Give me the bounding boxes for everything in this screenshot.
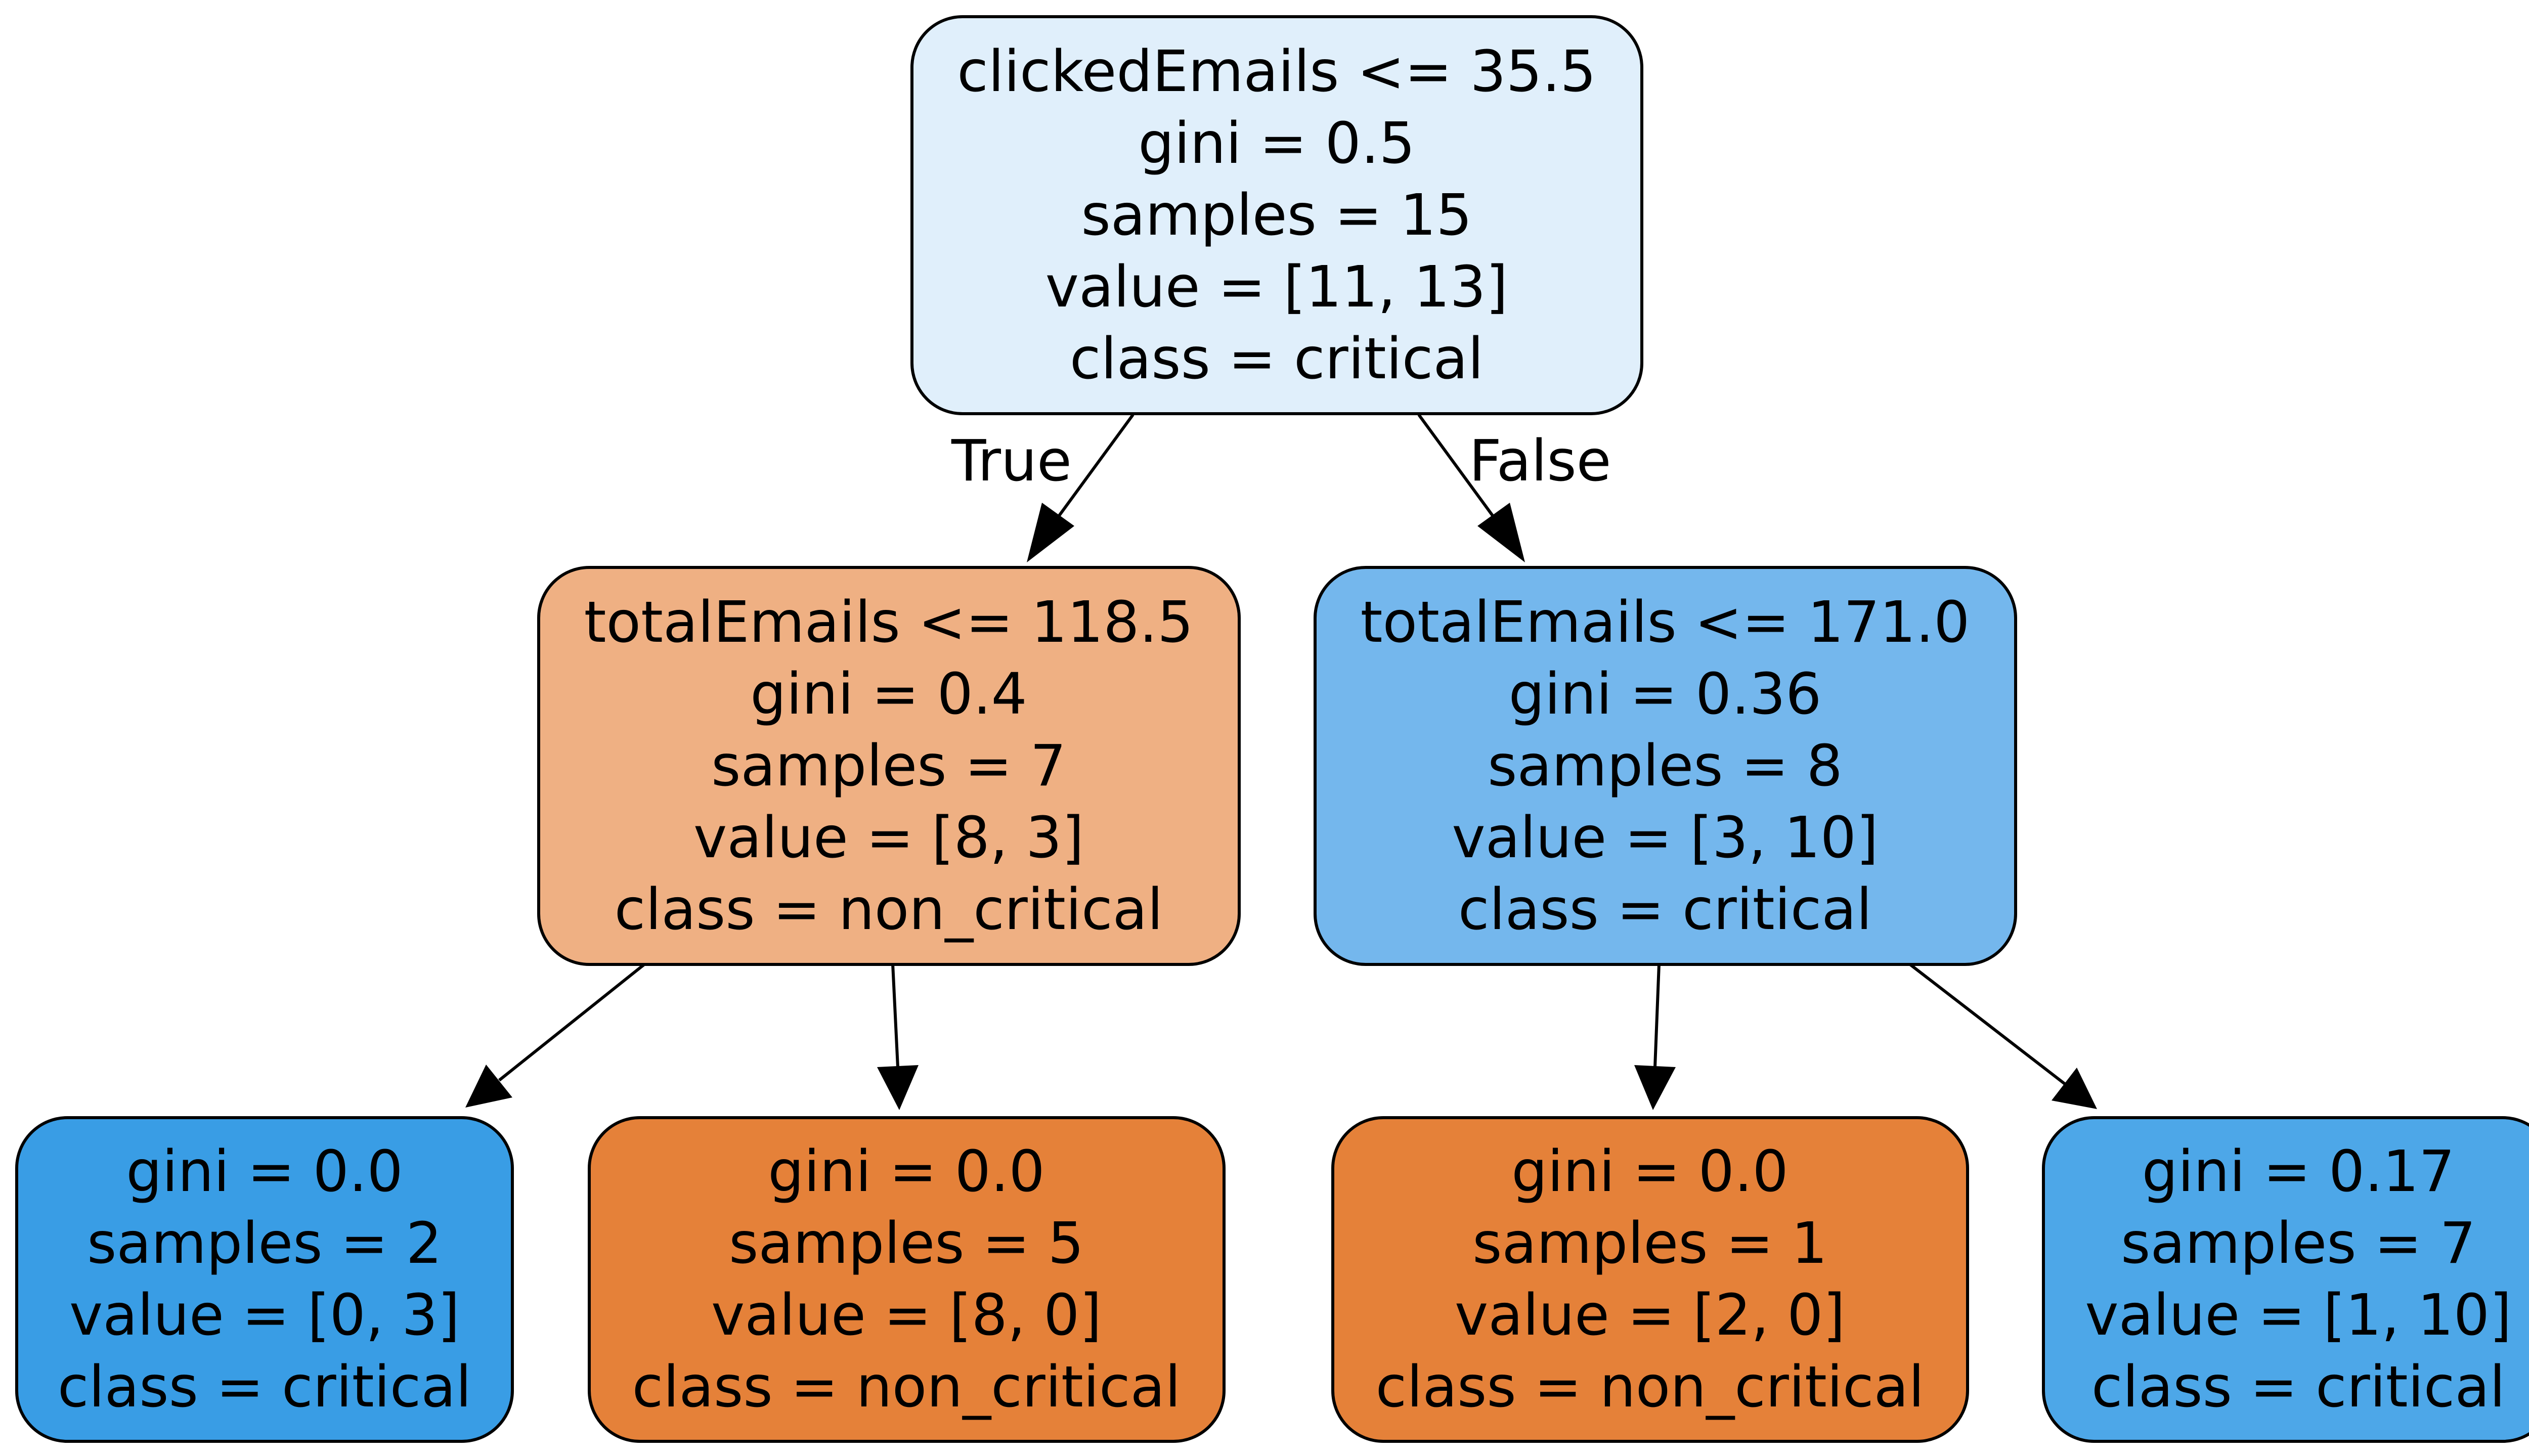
edge-right-leaf-rr: [1908, 962, 2097, 1109]
node-leaf-ll-line-1: gini = 0.0: [126, 1139, 403, 1205]
node-leaf-rl-line-1: gini = 0.0: [1511, 1139, 1788, 1205]
node-leaf-rr-line-3: value = [1, 10]: [2085, 1283, 2511, 1348]
edge-root-right: [1417, 414, 1525, 562]
node-right: totalEmails <= 171.0 gini = 0.36 samples…: [1314, 566, 2017, 966]
node-leaf-lr: gini = 0.0 samples = 5 value = [8, 0] cl…: [588, 1116, 1226, 1443]
arrowhead-root-right: [1477, 503, 1525, 562]
node-right-line-2: gini = 0.36: [1509, 661, 1822, 727]
node-right-line-1: totalEmails <= 171.0: [1361, 590, 1970, 655]
edge-right-leaf-rl: [1634, 963, 1676, 1110]
node-root-line-2: gini = 0.5: [1138, 111, 1415, 177]
arrowhead-left-leaf-ll: [465, 1065, 512, 1108]
node-root-line-4: value = [11, 13]: [1045, 254, 1508, 320]
node-leaf-rr-box: [2042, 1116, 2529, 1443]
node-leaf-rr-line-1: gini = 0.17: [2142, 1139, 2455, 1205]
arrowhead-right-leaf-rr: [2052, 1068, 2097, 1109]
node-left-line-5: class = non_critical: [615, 877, 1163, 943]
node-leaf-ll-box: [15, 1116, 514, 1443]
node-left: totalEmails <= 118.5 gini = 0.4 samples …: [537, 566, 1241, 966]
node-leaf-rl-line-2: samples = 1: [1472, 1211, 1827, 1276]
node-root: clickedEmails <= 35.5 gini = 0.5 samples…: [910, 15, 1643, 415]
node-leaf-lr-line-2: samples = 5: [729, 1211, 1084, 1276]
node-leaf-rr-line-4: class = critical: [2091, 1354, 2505, 1420]
node-leaf-rl-line-4: class = non_critical: [1376, 1354, 1925, 1420]
node-left-line-1: totalEmails <= 118.5: [584, 590, 1194, 655]
node-leaf-rr: gini = 0.17 samples = 7 value = [1, 10] …: [2042, 1116, 2529, 1443]
edge-root-left: [1027, 414, 1135, 562]
edge-label-false: False: [1469, 428, 1611, 494]
node-left-line-4: value = [8, 3]: [693, 805, 1084, 871]
edge-left-leaf-lr: [877, 963, 919, 1110]
edge-left-leaf-ll: [465, 962, 646, 1108]
node-leaf-lr-box: [588, 1116, 1226, 1443]
node-right-line-4: value = [3, 10]: [1452, 805, 1878, 871]
node-right-line-3: samples = 8: [1488, 733, 1843, 799]
node-leaf-lr-line-1: gini = 0.0: [768, 1139, 1044, 1205]
node-leaf-ll: gini = 0.0 samples = 2 value = [0, 3] cl…: [15, 1116, 514, 1443]
node-leaf-rl-box: [1331, 1116, 1969, 1443]
edge-label-true: True: [951, 428, 1072, 494]
arrowhead-right-leaf-rl: [1634, 1065, 1676, 1110]
node-leaf-rl: gini = 0.0 samples = 1 value = [2, 0] cl…: [1331, 1116, 1969, 1443]
node-root-box: [910, 15, 1643, 415]
node-leaf-lr-line-3: value = [8, 0]: [711, 1283, 1102, 1348]
arrowhead-root-left: [1027, 503, 1074, 562]
node-leaf-ll-line-2: samples = 2: [87, 1211, 442, 1276]
node-left-line-2: gini = 0.4: [750, 661, 1027, 727]
arrowhead-left-leaf-lr: [877, 1065, 919, 1110]
node-left-box: [537, 566, 1241, 966]
node-leaf-rr-line-2: samples = 7: [2121, 1211, 2476, 1276]
node-leaf-ll-line-4: class = critical: [58, 1354, 471, 1420]
node-leaf-rl-line-3: value = [2, 0]: [1455, 1283, 1845, 1348]
node-right-line-5: class = critical: [1458, 877, 1872, 943]
node-left-line-3: samples = 7: [711, 733, 1066, 799]
node-root-line-3: samples = 15: [1081, 183, 1472, 248]
node-leaf-lr-line-4: class = non_critical: [632, 1354, 1181, 1420]
node-right-box: [1314, 566, 2017, 966]
node-root-line-1: clickedEmails <= 35.5: [957, 39, 1596, 105]
node-root-line-5: class = critical: [1070, 326, 1484, 392]
node-leaf-ll-line-3: value = [0, 3]: [69, 1283, 460, 1348]
